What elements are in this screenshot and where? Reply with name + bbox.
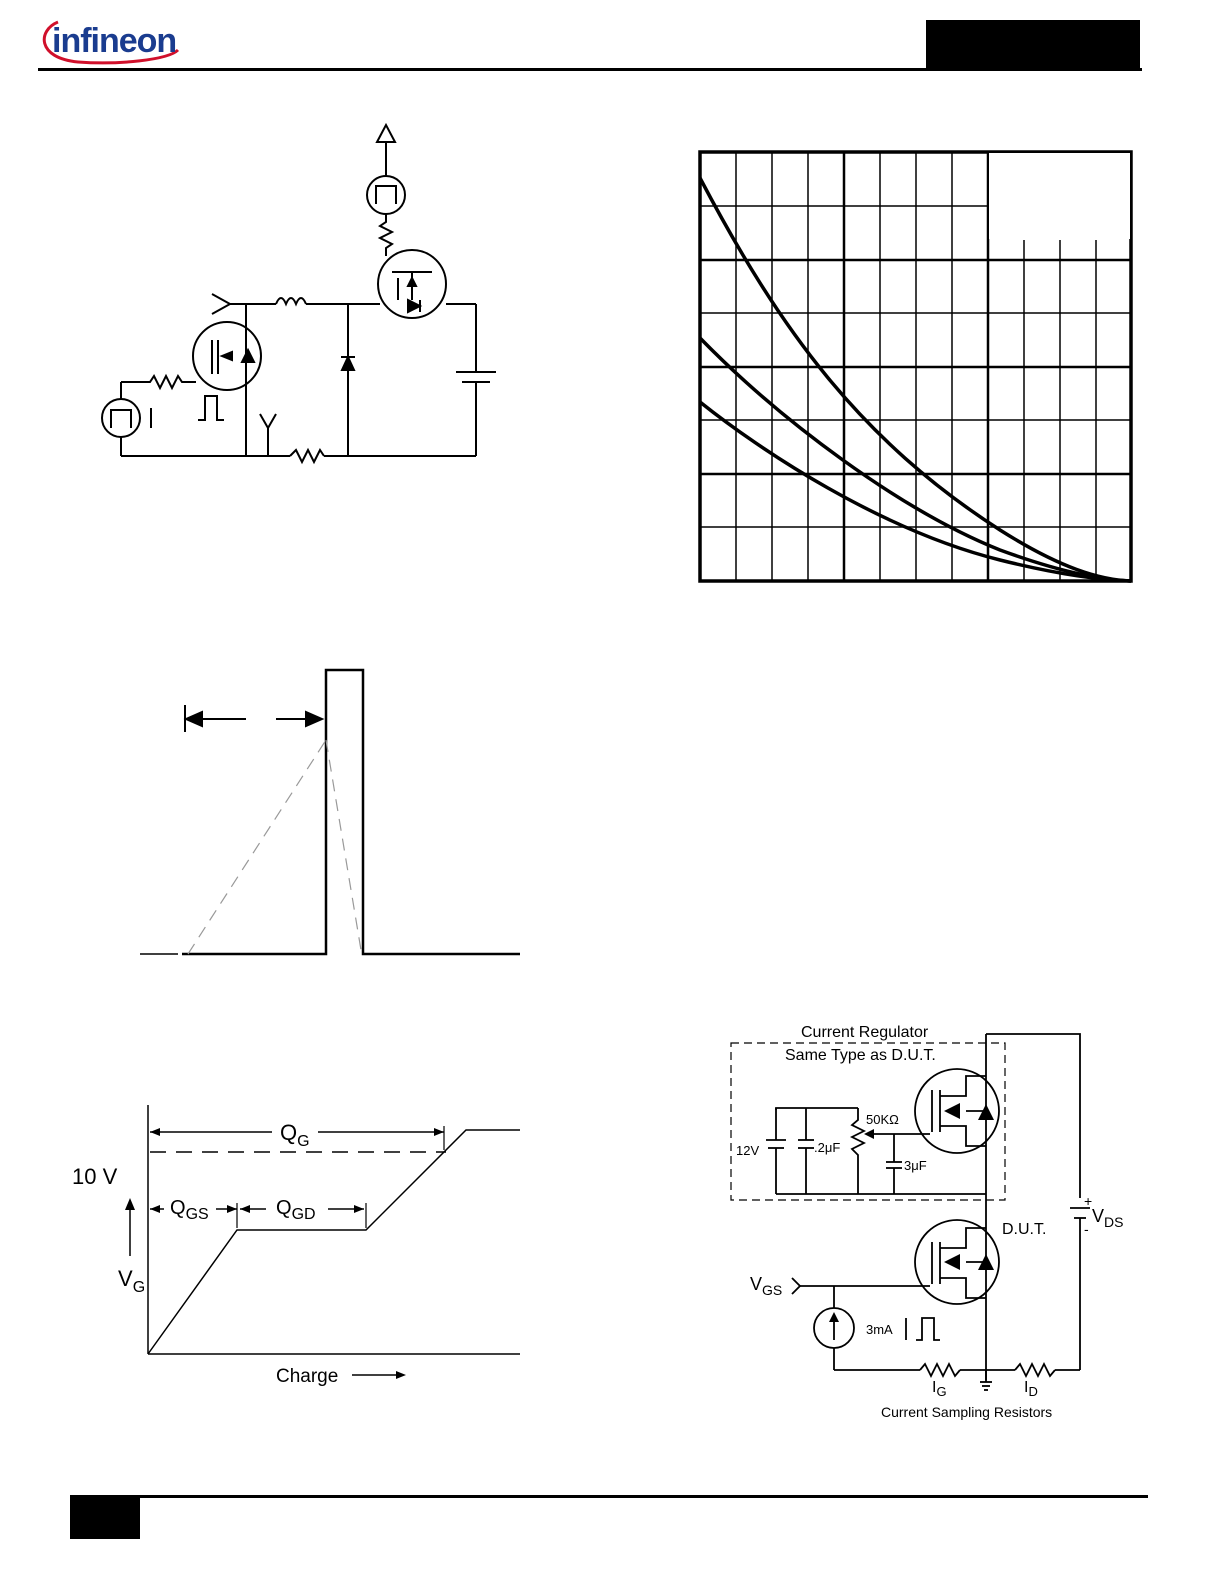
cap2-value: 3μF bbox=[904, 1158, 927, 1173]
header-rule bbox=[38, 68, 1142, 71]
infineon-logo: infineon bbox=[38, 10, 188, 70]
footer-rule bbox=[70, 1495, 1148, 1498]
sampling-label: Current Sampling Resistors bbox=[881, 1404, 1052, 1420]
logo-text: infineon bbox=[52, 22, 177, 60]
cap1-value: .2μF bbox=[814, 1140, 840, 1155]
ig-label: IG bbox=[932, 1379, 947, 1399]
energy-curves-graph bbox=[698, 150, 1133, 583]
vgs-label: VGS bbox=[750, 1274, 782, 1298]
footer-page-box bbox=[70, 1497, 140, 1539]
regulator-title: Current Regulator bbox=[801, 1024, 929, 1041]
vds-plus: + bbox=[1084, 1193, 1092, 1209]
resistor-value: 50KΩ bbox=[866, 1112, 899, 1127]
header-part-number-box bbox=[926, 20, 1140, 71]
switching-test-circuit bbox=[101, 122, 496, 465]
regulator-subtitle: Same Type as D.U.T. bbox=[785, 1047, 936, 1064]
vds-label: VDS bbox=[1092, 1206, 1123, 1230]
vg-label: VG bbox=[118, 1266, 145, 1296]
id-label: ID bbox=[1024, 1379, 1038, 1399]
current-value: 3mA bbox=[866, 1322, 893, 1337]
qg-label: QG bbox=[280, 1120, 310, 1150]
qgs-label: QGS bbox=[170, 1197, 209, 1223]
dut-label: D.U.T. bbox=[1002, 1221, 1046, 1238]
vds-minus: - bbox=[1084, 1221, 1089, 1237]
gate-charge-test-circuit: Current Regulator Same Type as D.U.T. 50… bbox=[730, 1024, 1123, 1420]
avalanche-waveform bbox=[140, 668, 520, 956]
charge-axis-label: Charge bbox=[276, 1366, 338, 1387]
gate-charge-waveform: QG QGS QGD 10 V VG Charge bbox=[72, 1105, 520, 1387]
vgs-level-label: 10 V bbox=[72, 1164, 118, 1189]
qgd-label: QGD bbox=[276, 1197, 316, 1223]
logo-swoosh-icon bbox=[42, 20, 180, 65]
voltage-value: 12V bbox=[736, 1143, 759, 1158]
